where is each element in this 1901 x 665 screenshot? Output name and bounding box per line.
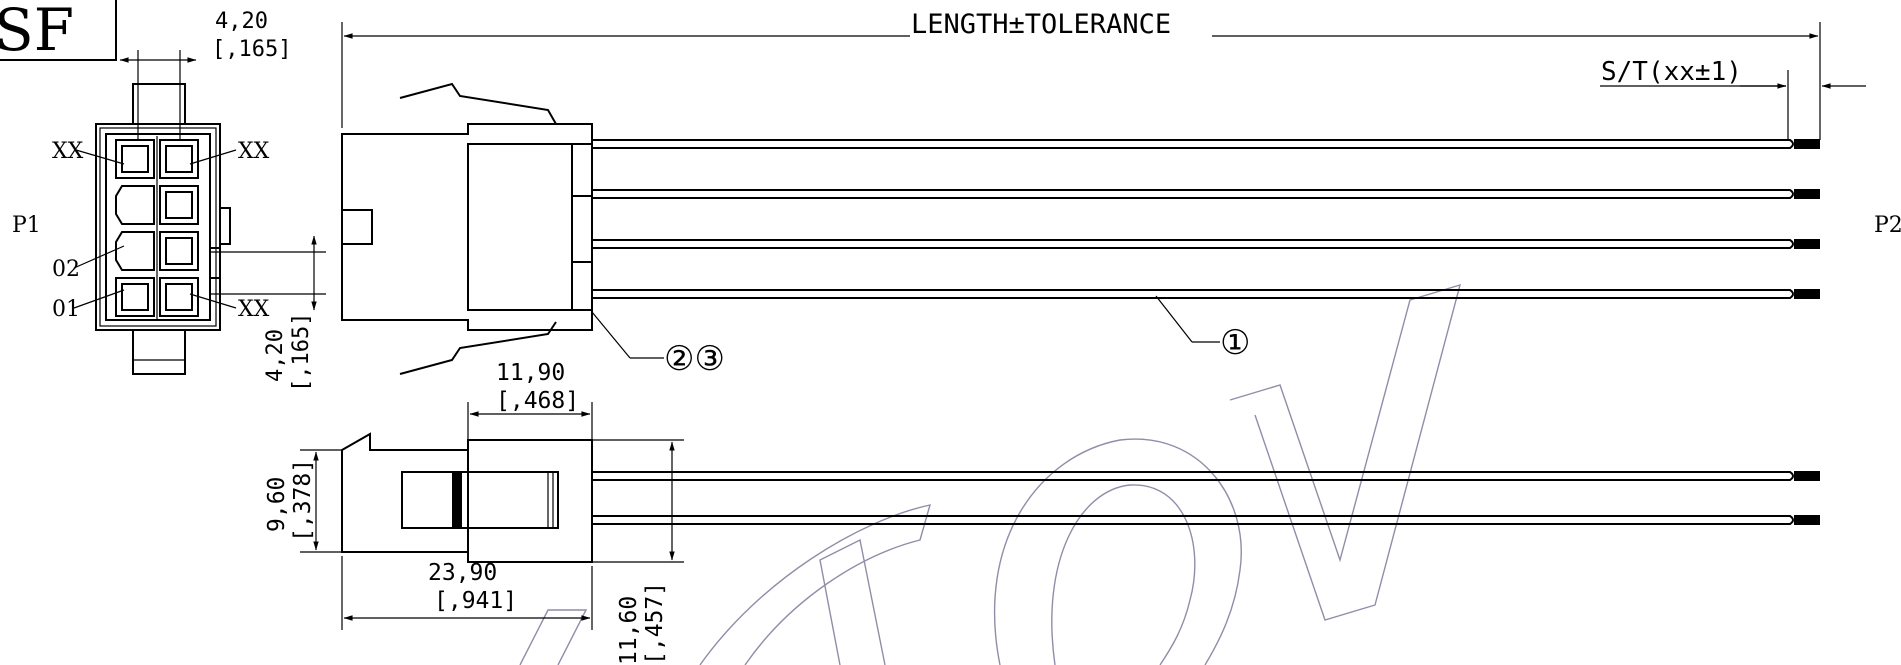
dim-connector-body-mm: 11,90 bbox=[496, 360, 565, 386]
pin-label-02: 02 bbox=[52, 257, 80, 282]
end-label-p2: P2 bbox=[1874, 213, 1901, 238]
wire-set-top bbox=[592, 139, 1820, 299]
pin-label-top-left: XX bbox=[52, 139, 84, 164]
dim-side-length-inch: [,941] bbox=[434, 588, 517, 614]
strip-length-label: S/T(xx±1) bbox=[1601, 57, 1742, 87]
pin-label-top-right: XX bbox=[238, 139, 270, 164]
pin-label-01: 01 bbox=[52, 297, 80, 322]
end-label-p1: P1 bbox=[12, 213, 41, 238]
connector-front-view: P1 4,20 [,165] bbox=[12, 9, 326, 392]
connector-cavities bbox=[115, 136, 199, 320]
dim-connector-body-inch: [,468] bbox=[496, 388, 579, 414]
wire-set-side bbox=[592, 471, 1820, 525]
pin-label-bottom-right: XX bbox=[238, 297, 270, 322]
overall-length-label: LENGTH±TOLERANCE bbox=[911, 9, 1171, 40]
dim-front-pitch-h-mm: 4,20 bbox=[215, 9, 268, 34]
dim-front-pitch-h-inch: [,165] bbox=[212, 37, 291, 62]
dim-overall-height-mm: 11,60 bbox=[616, 596, 642, 665]
dim-overall-height-inch: [,457] bbox=[642, 582, 668, 665]
title-box: SF bbox=[0, 0, 117, 64]
dim-side-length-mm: 23,90 bbox=[428, 560, 497, 586]
callout-wire: ① bbox=[1220, 323, 1250, 363]
cable-top-view: LENGTH±TOLERANCE S/T(xx±1) ① bbox=[341, 8, 1901, 379]
title-box-text: SF bbox=[0, 0, 74, 64]
dim-side-height-mm: 9,60 bbox=[264, 477, 290, 532]
dim-front-pitch-v-mm: 4,20 bbox=[263, 329, 288, 382]
dim-side-height-inch: [,378] bbox=[290, 459, 316, 542]
cable-side-view: 11,90 [,468] 9,60 [,378] 11,60 [,457] 23… bbox=[264, 360, 1820, 665]
dim-front-pitch-v-inch: [,165] bbox=[289, 313, 314, 392]
watermark-logo bbox=[519, 283, 1461, 665]
callout-housing-terminal: ②③ bbox=[664, 339, 725, 379]
